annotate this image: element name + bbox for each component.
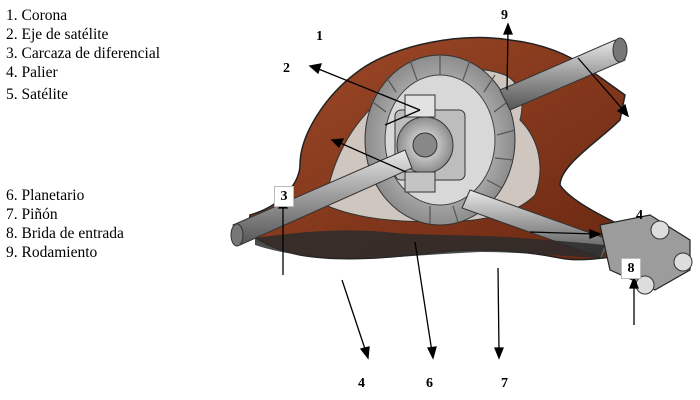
legend-item-pinon: 7. Piñón bbox=[6, 206, 58, 223]
legend-item-rodamiento: 9. Rodamiento bbox=[6, 244, 98, 261]
legend-bottom: 6. Planetario 7. Piñón 8. Brida de entra… bbox=[6, 186, 124, 262]
callout-3: 3 bbox=[274, 186, 294, 207]
callout-7: 7 bbox=[501, 376, 508, 391]
arrow-2-inner bbox=[384, 109, 421, 126]
arrow-7-leader bbox=[497, 267, 500, 353]
pinion-assembly bbox=[461, 189, 693, 295]
legend-item-corona: 1. Corona bbox=[6, 7, 68, 24]
callout-1: 1 bbox=[316, 29, 323, 44]
carrier bbox=[394, 94, 466, 193]
legend-top: 1. Corona 2. Eje de satélite 3. Carcaza … bbox=[6, 6, 160, 104]
arrow-9-leader bbox=[506, 29, 509, 91]
housing-bottom-rim bbox=[255, 230, 605, 259]
arrow-right-axle bbox=[577, 57, 626, 113]
callout-8: 8 bbox=[621, 258, 641, 279]
legend-item-satelite: 5. Satélite bbox=[6, 86, 68, 103]
callout-9: 9 bbox=[501, 8, 508, 23]
left-axle bbox=[230, 149, 413, 247]
legend-item-palier: 4. Palier bbox=[6, 64, 58, 81]
legend-item-carcaza: 3. Carcaza de diferencial bbox=[6, 45, 161, 62]
callout-4-bottom: 4 bbox=[358, 376, 365, 391]
arrow-6-leader bbox=[414, 241, 433, 353]
legend-item-planetario: 6. Planetario bbox=[6, 187, 85, 204]
arrow-5-leader bbox=[337, 141, 407, 173]
legend-item-brida: 8. Brida de entrada bbox=[6, 225, 124, 242]
callout-arrows bbox=[278, 22, 639, 360]
arrow-2-leader bbox=[315, 67, 421, 111]
right-axle bbox=[499, 37, 628, 111]
callout-2: 2 bbox=[283, 61, 290, 76]
legend-item-eje-satelite: 2. Eje de satélite bbox=[6, 26, 109, 43]
callout-4-right: 4 bbox=[636, 208, 643, 223]
arrow-4-leader bbox=[529, 231, 596, 235]
callout-6: 6 bbox=[426, 376, 433, 391]
arrow-4-bottom bbox=[341, 279, 367, 353]
